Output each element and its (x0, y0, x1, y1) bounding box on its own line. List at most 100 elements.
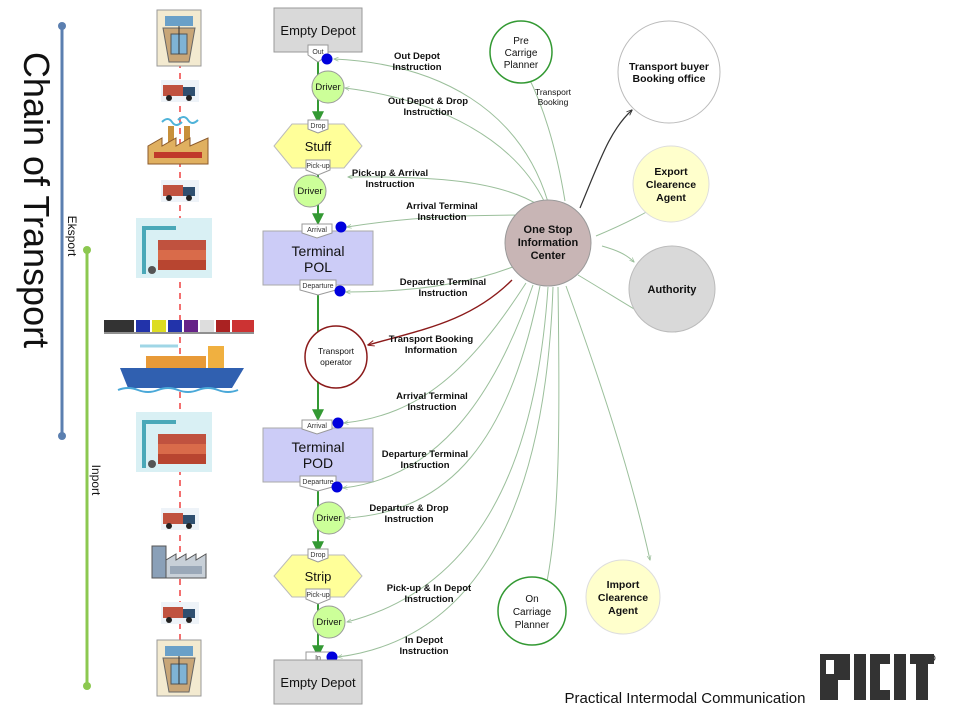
port-departure-label: Departure (302, 479, 333, 486)
msg-out-depot-2: Instruction (392, 62, 441, 73)
export-line-start (58, 22, 66, 30)
transport-buyer-label-1: Transport buyer (629, 61, 709, 73)
ship-icon (117, 344, 244, 393)
export-section: Eksport (58, 22, 79, 440)
terminal-pol-label-1: Terminal (292, 243, 345, 259)
msg-departure-terminal-2a: Departure Terminal (382, 449, 468, 460)
port-drop-label: Drop (310, 552, 325, 559)
empty-depot-top-label: Empty Depot (280, 23, 356, 38)
msg-arrival-terminal-2b: Instruction (407, 402, 456, 413)
import-agent-label-3: Agent (608, 605, 638, 617)
stuff-label: Stuff (305, 139, 332, 154)
center-label-2: Information (518, 237, 579, 249)
msg-transport-booking-2: Booking (538, 97, 569, 107)
port-out: Out (307, 44, 333, 65)
msg-transport-booking-info-2: Information (405, 345, 457, 356)
pre-carriage-label-3: Planner (504, 60, 539, 71)
title-group: Chain of Transport (16, 52, 57, 348)
factory-icon (147, 116, 209, 165)
msg-pickup-arrival-2: Instruction (365, 179, 414, 190)
one-stop-information-center: One Stop Information Center (504, 199, 592, 287)
terminal-pol: Arrival Terminal POL Departure (262, 221, 374, 297)
export-agent-label-2: Clearence (646, 179, 696, 191)
strip-node: Drop Strip Pick-up (273, 548, 363, 605)
on-carriage-label-3: Planner (515, 620, 550, 631)
export-label: Eksport (65, 216, 79, 257)
port-in-label: In (315, 655, 321, 662)
depot-crane-icon (156, 639, 202, 697)
transport-buyer-label-2: Booking office (633, 73, 706, 85)
operator-connector (368, 279, 513, 345)
port-departure-label: Departure (302, 283, 333, 290)
authority-label: Authority (648, 284, 698, 296)
export-clearence-agent: Export Clearence Agent (632, 145, 710, 223)
center-label-1: One Stop (524, 224, 573, 236)
driver-label: Driver (297, 186, 322, 197)
on-carriage-planner: On Carriage Planner (497, 576, 567, 646)
port-departure-dot (334, 285, 346, 297)
pre-carriage-planner: Pre Carrige Planner (489, 20, 553, 84)
driver-node: Driver (312, 605, 346, 639)
diagram-title: Chain of Transport (16, 52, 57, 348)
port-out-label: Out (312, 49, 323, 56)
picit-logo (820, 654, 936, 700)
msg-departure-drop-1: Departure & Drop (369, 503, 448, 514)
msg-pickup-in-depot-2: Instruction (404, 594, 453, 605)
msg-transport-booking-1: Transport (535, 87, 572, 97)
driver-node: Driver (293, 174, 327, 208)
import-agent-label-1: Import (607, 579, 640, 591)
msg-departure-terminal-1a: Departure Terminal (400, 277, 486, 288)
msg-arrival-terminal-1a: Arrival Terminal (406, 201, 478, 212)
empty-depot-bottom-label: Empty Depot (280, 675, 356, 690)
msg-transport-booking-info-1: Transport Booking (389, 334, 474, 345)
msg-out-depot-drop-2: Instruction (403, 107, 452, 118)
port-arrival-label: Arrival (307, 227, 327, 234)
authority: Authority (628, 245, 716, 333)
msg-departure-terminal-1b: Instruction (418, 288, 467, 299)
msg-departure-drop-2: Instruction (384, 514, 433, 525)
port-pickup-label: Pick-up (306, 592, 329, 599)
empty-depot-top: Empty Depot (273, 7, 363, 53)
port-arrival-dot (335, 221, 347, 233)
driver-label: Driver (315, 82, 340, 93)
train-icon (104, 320, 254, 334)
transport-operator-node: Transport operator (304, 325, 368, 389)
stuff-node: Drop Stuff Pick-up (273, 119, 363, 176)
import-clearence-agent: Import Clearence Agent (585, 559, 661, 635)
terminal-pod: Arrival Terminal POD Departure (262, 417, 374, 493)
msg-arrival-terminal-2a: Arrival Terminal (396, 391, 468, 402)
transport-operator-label-1: Transport (318, 346, 355, 356)
on-carriage-label-1: On (525, 594, 538, 605)
export-agent-label-3: Agent (656, 192, 686, 204)
terminal-pod-label-1: Terminal (292, 439, 345, 455)
port-departure-dot (331, 481, 343, 493)
msg-in-depot-2: Instruction (399, 646, 448, 657)
port-arrival-dot (332, 417, 344, 429)
msg-pickup-arrival-1: Pick-up & Arrival (352, 168, 428, 179)
export-agent-label-1: Export (654, 166, 688, 178)
import-line-start (83, 246, 91, 254)
message-labels: Out Depot Instruction Out Depot & Drop I… (352, 51, 572, 657)
msg-out-depot-drop-1: Out Depot & Drop (388, 96, 468, 107)
msg-departure-terminal-2b: Instruction (400, 460, 449, 471)
on-carriage-label-2: Carriage (513, 607, 552, 618)
msg-arrival-terminal-1b: Instruction (417, 212, 466, 223)
buyer-connector (579, 110, 632, 209)
pre-carriage-label-2: Carrige (505, 48, 538, 59)
connector-lines (334, 59, 677, 657)
msg-in-depot-1: In Depot (405, 635, 444, 646)
driver-label: Driver (316, 617, 341, 628)
port-drop-label: Drop (310, 123, 325, 130)
footer: Practical Intermodal Communication (565, 654, 936, 707)
truck-icon (161, 508, 199, 530)
warehouse-icon (151, 545, 207, 579)
container-terminal-icon (136, 412, 212, 472)
port-pickup-label: Pick-up (306, 163, 329, 170)
pre-carriage-label-1: Pre (513, 36, 529, 47)
terminal-pol-label-2: POL (304, 259, 332, 275)
truck-icon (161, 602, 199, 624)
port-arrival-label: Arrival (307, 423, 327, 430)
import-section: Inport (83, 246, 103, 690)
container-terminal-icon (136, 218, 212, 278)
depot-crane-icon (156, 9, 202, 67)
